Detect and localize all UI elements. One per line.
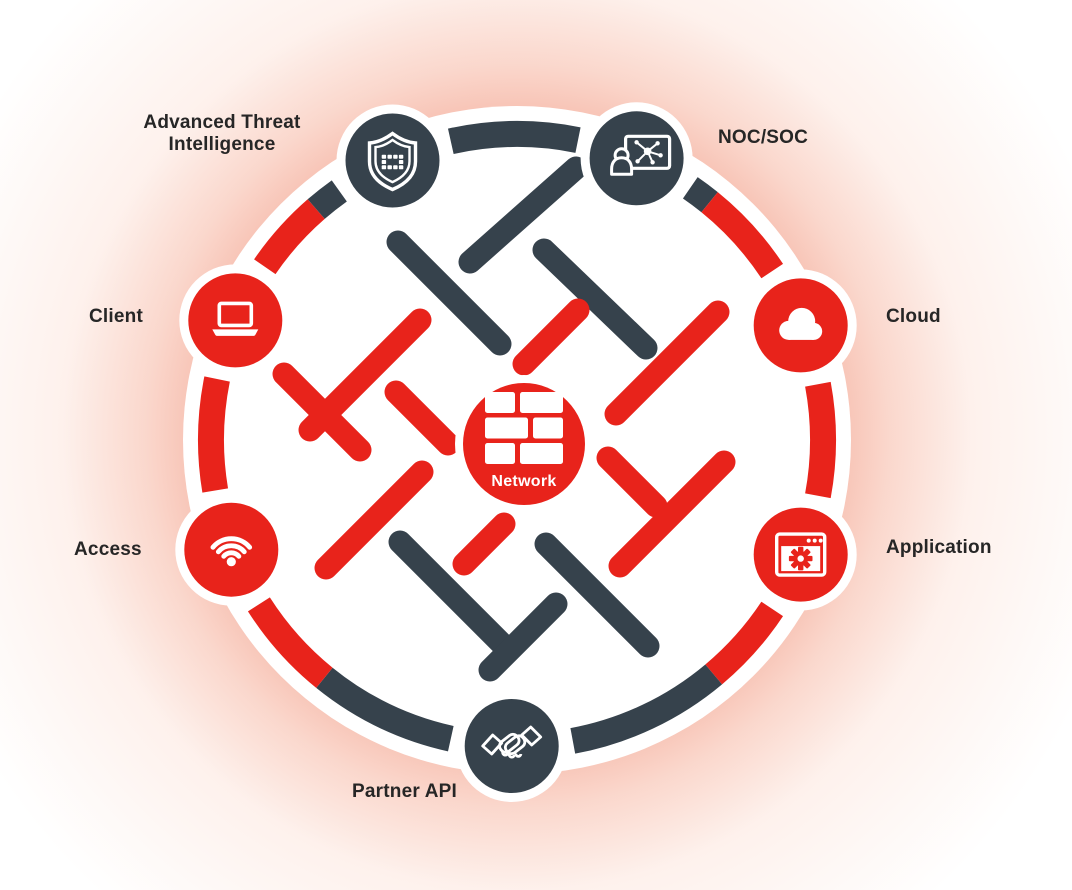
handshake-icon <box>481 725 543 759</box>
ring-arc-red <box>247 597 333 688</box>
label-advanced-threat-intelligence: Advanced Threat Intelligence <box>132 112 312 156</box>
ring-arc-red <box>254 199 325 275</box>
ring-arc-dark <box>570 664 723 754</box>
shield-grid-icon <box>367 131 418 192</box>
lattice-segment-red <box>314 460 434 580</box>
label-ati-line2: Intelligence <box>168 134 276 155</box>
label-cloud: Cloud <box>886 306 941 327</box>
lattice-segment-red <box>272 362 372 462</box>
lattice-segment-dark <box>534 532 660 658</box>
access-node <box>184 502 279 597</box>
lattice-segment-dark <box>478 592 568 682</box>
lattice-segment-dark <box>388 530 514 656</box>
lattice-segment-red <box>384 380 460 456</box>
laptop-icon <box>212 301 259 336</box>
label-client: Client <box>89 306 143 327</box>
label-access: Access <box>74 539 142 560</box>
lattice-segment-red <box>512 298 590 376</box>
client-node <box>188 273 283 368</box>
lattice-segment-dark <box>458 156 588 274</box>
lattice-segment-dark <box>532 238 658 360</box>
ring-arc-red <box>198 376 230 493</box>
lattice-segment-red <box>608 450 736 578</box>
wifi-icon <box>210 536 253 567</box>
cloud-icon <box>779 307 823 340</box>
lattice-segment-dark <box>386 230 512 356</box>
label-network: Network <box>491 473 557 490</box>
ring-arc-dark <box>307 180 347 219</box>
label-partner-api: Partner API <box>352 781 457 802</box>
lattice-segment-red <box>452 512 516 576</box>
label-ati-line1: Advanced Threat <box>143 112 301 133</box>
firewall-bricks-icon <box>485 392 563 464</box>
ring-arc-dark <box>682 177 718 213</box>
ring-arc-red <box>701 192 784 279</box>
ring-arc-dark <box>447 121 581 155</box>
advanced-threat-intelligence-node <box>345 113 440 208</box>
lattice-segment-red <box>596 446 668 518</box>
ring-arc-dark <box>316 667 454 752</box>
app-window-gear-icon <box>775 532 827 577</box>
ring-arc-red <box>705 601 784 685</box>
partner-api-node <box>464 699 559 793</box>
label-noc-soc: NOC/SOC <box>718 127 809 148</box>
label-application: Application <box>886 537 992 558</box>
monitor-analyst-icon <box>610 134 672 176</box>
ring-arc-red <box>805 381 837 499</box>
lattice-segment-red <box>604 300 730 426</box>
